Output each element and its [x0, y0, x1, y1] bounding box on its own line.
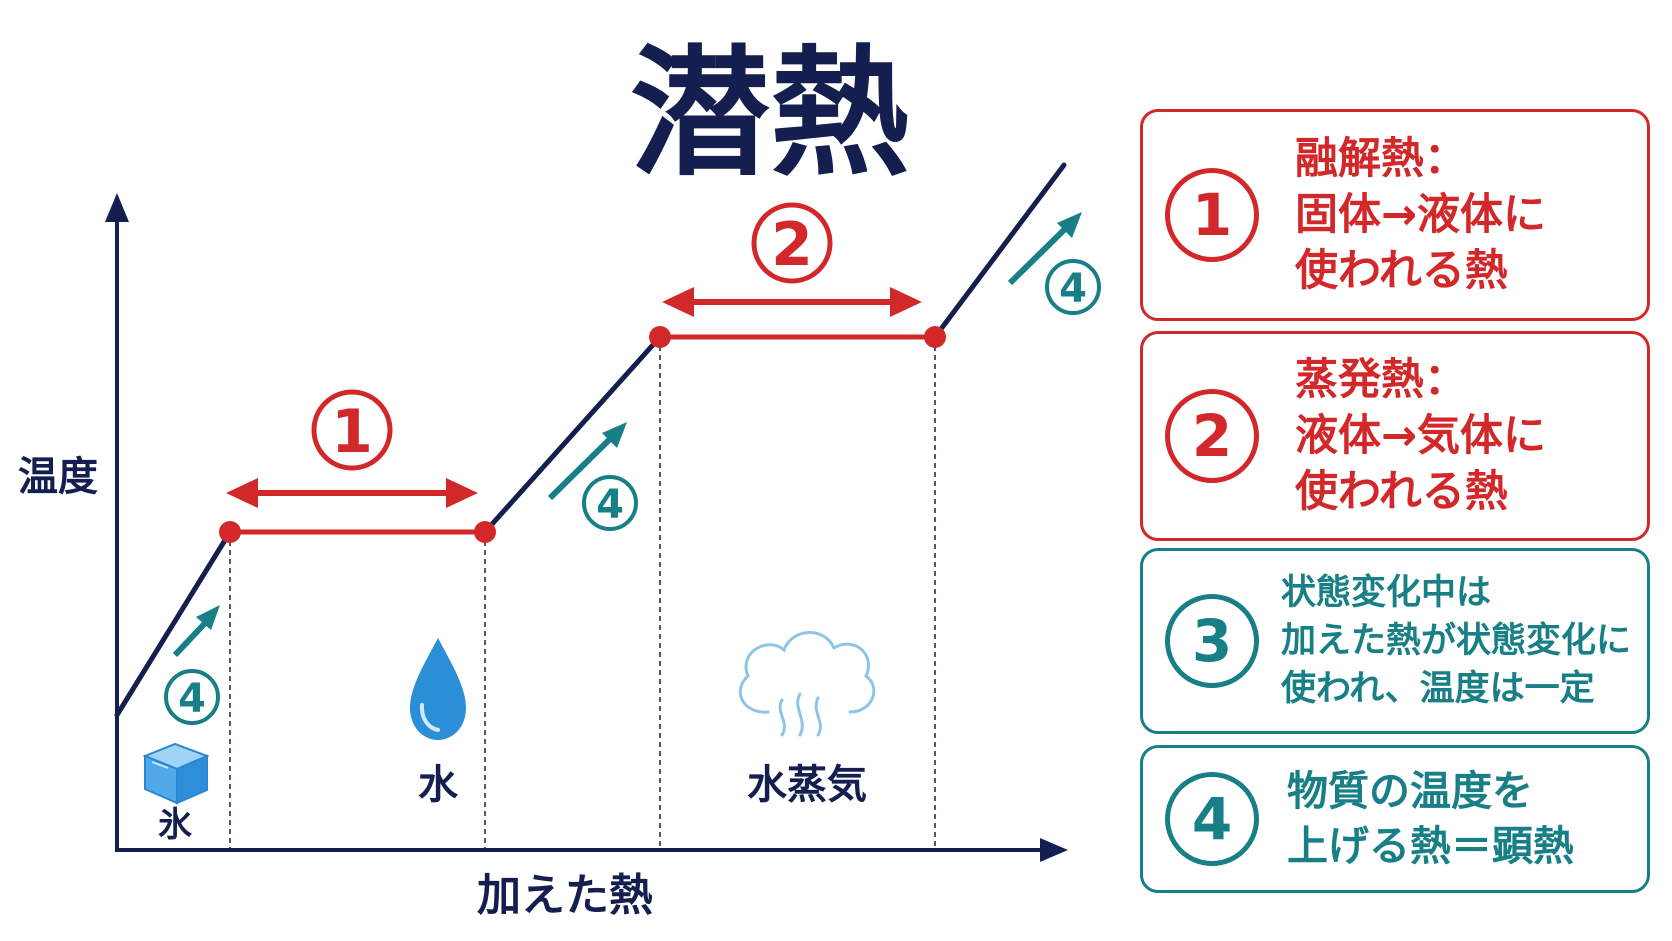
legend-number-4: 4 [1165, 772, 1259, 866]
legend-text-2: 蒸発熱： 液体→気体に 使われる熱 [1295, 352, 1546, 520]
boiling-end-point [924, 326, 946, 348]
curve-segment-water [482, 334, 663, 535]
legend-number-3: 3 [1165, 594, 1259, 688]
boiling-start-point [649, 326, 671, 348]
legend-number-2: 2 [1165, 389, 1259, 483]
marker-four-ice: 4 [164, 669, 220, 725]
melting-span-arrow [226, 478, 478, 508]
melting-start-point [219, 521, 241, 543]
sensible-arrow-steam [1007, 212, 1082, 286]
heating-curve [114, 162, 1067, 718]
marker-two: 2 [751, 202, 833, 284]
x-axis-arrowhead [1040, 838, 1068, 862]
curve-segment-ice [114, 529, 233, 718]
water-drop-icon [410, 638, 466, 740]
svg-text:4: 4 [596, 482, 624, 528]
curve-segment-steam [932, 162, 1067, 340]
legend-line: 加えた熱が状態変化に [1281, 621, 1632, 661]
dashed-guides [229, 337, 936, 850]
marker-four-water: 4 [582, 475, 638, 531]
water-label: 水 [418, 762, 459, 808]
svg-text:1: 1 [331, 397, 373, 467]
legend-line: 融解熱： [1295, 134, 1467, 184]
legend-line: 液体→気体に [1295, 411, 1547, 461]
steam-cloud-icon [738, 631, 876, 737]
sensible-arrow-ice [172, 605, 220, 658]
marker-four-steam: 4 [1045, 259, 1101, 315]
ice-cube-icon [142, 742, 210, 805]
svg-text:4: 4 [1059, 266, 1087, 312]
svg-text:2: 2 [771, 210, 813, 280]
melting-end-point [474, 521, 496, 543]
legend-line: 使われる熱 [1295, 467, 1508, 517]
y-axis-label: 温度 [18, 454, 98, 500]
boiling-span-arrow [662, 287, 922, 317]
legend-box-sensible-heat: 4 物質の温度を 上げる熱＝顕熱 [1140, 745, 1650, 893]
legend-line: 蒸発熱： [1295, 355, 1467, 405]
legend-line: 状態変化中は [1281, 573, 1492, 613]
legend-line: 物質の温度を [1287, 767, 1533, 815]
svg-text:4: 4 [178, 676, 206, 722]
axes: 温度 加えた熱 [18, 193, 1068, 921]
steam-label: 水蒸気 [747, 762, 867, 808]
legend-text-3: 状態変化中は 加えた熱が状態変化に 使われ、温度は一定 [1281, 569, 1631, 713]
sensible-heat-arrows [172, 212, 1082, 658]
legend-line: 使われ、温度は一定 [1281, 669, 1595, 709]
ice-label: 氷 [158, 805, 193, 845]
legend-text-1: 融解熱： 固体→液体に 使われる熱 [1295, 131, 1546, 299]
marker-one: 1 [311, 389, 393, 471]
y-axis-arrowhead [105, 193, 129, 222]
legend-number-1: 1 [1165, 168, 1259, 262]
legend-box-phase-change: 3 状態変化中は 加えた熱が状態変化に 使われ、温度は一定 [1140, 548, 1650, 734]
legend-box-melting-heat: 1 融解熱： 固体→液体に 使われる熱 [1140, 109, 1650, 321]
legend-text-4: 物質の温度を 上げる熱＝顕熱 [1287, 764, 1574, 874]
x-axis-label: 加えた熱 [477, 870, 653, 921]
legend-line: 固体→液体に [1295, 190, 1547, 240]
legend-line: 上げる熱＝顕熱 [1287, 822, 1574, 870]
title: 潜熱 [630, 33, 910, 196]
legend-line: 使われる熱 [1295, 246, 1508, 296]
sensible-arrow-water [547, 422, 627, 501]
legend-box-evaporation-heat: 2 蒸発熱： 液体→気体に 使われる熱 [1140, 331, 1650, 541]
